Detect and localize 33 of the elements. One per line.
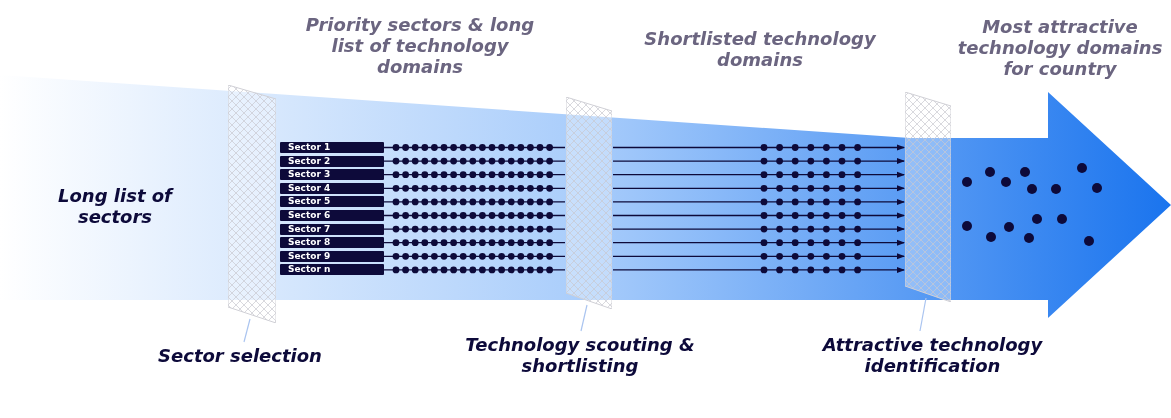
arrow: [612, 266, 905, 273]
arrow: [612, 212, 905, 219]
stage-label: Technology scouting & shortlisting: [455, 334, 705, 376]
arrow: [612, 144, 905, 151]
arrow: [612, 158, 905, 165]
stage-heading: Most attractive technology domains for country: [956, 16, 1164, 79]
stage-heading: Shortlisted technology domains: [643, 28, 877, 70]
stage-label: Sector selection: [140, 345, 340, 366]
arrow: [612, 198, 905, 205]
arrow: [612, 171, 905, 178]
sector-label: Sector 9: [280, 250, 384, 262]
mesh-filter-panel: [905, 92, 951, 302]
arrow: [612, 239, 905, 246]
stage-label: Attractive technology identification: [800, 334, 1065, 376]
sector-label: Sector 4: [280, 182, 384, 194]
stage-label: Long list of sectors: [40, 185, 190, 227]
leader-line: [580, 304, 588, 332]
sector-label: Sector 2: [280, 155, 384, 167]
sector-label: Sector 3: [280, 169, 384, 181]
arrow: [612, 185, 905, 192]
sector-label: Sector 7: [280, 223, 384, 235]
sector-label: Sector 6: [280, 210, 384, 221]
leader-line: [919, 297, 927, 332]
sector-label: Sector 1: [280, 142, 384, 153]
leader-line: [243, 318, 251, 343]
arrow: [612, 253, 905, 260]
stage-heading: Priority sectors & long list of technology domains: [304, 14, 536, 77]
sector-label: Sector 5: [280, 196, 384, 208]
mesh-filter-panel: [228, 85, 276, 323]
sector-label: Sector n: [280, 264, 384, 276]
sector-label: Sector 8: [280, 237, 384, 249]
arrow: [612, 226, 905, 233]
mesh-filter-panel: [566, 97, 612, 309]
